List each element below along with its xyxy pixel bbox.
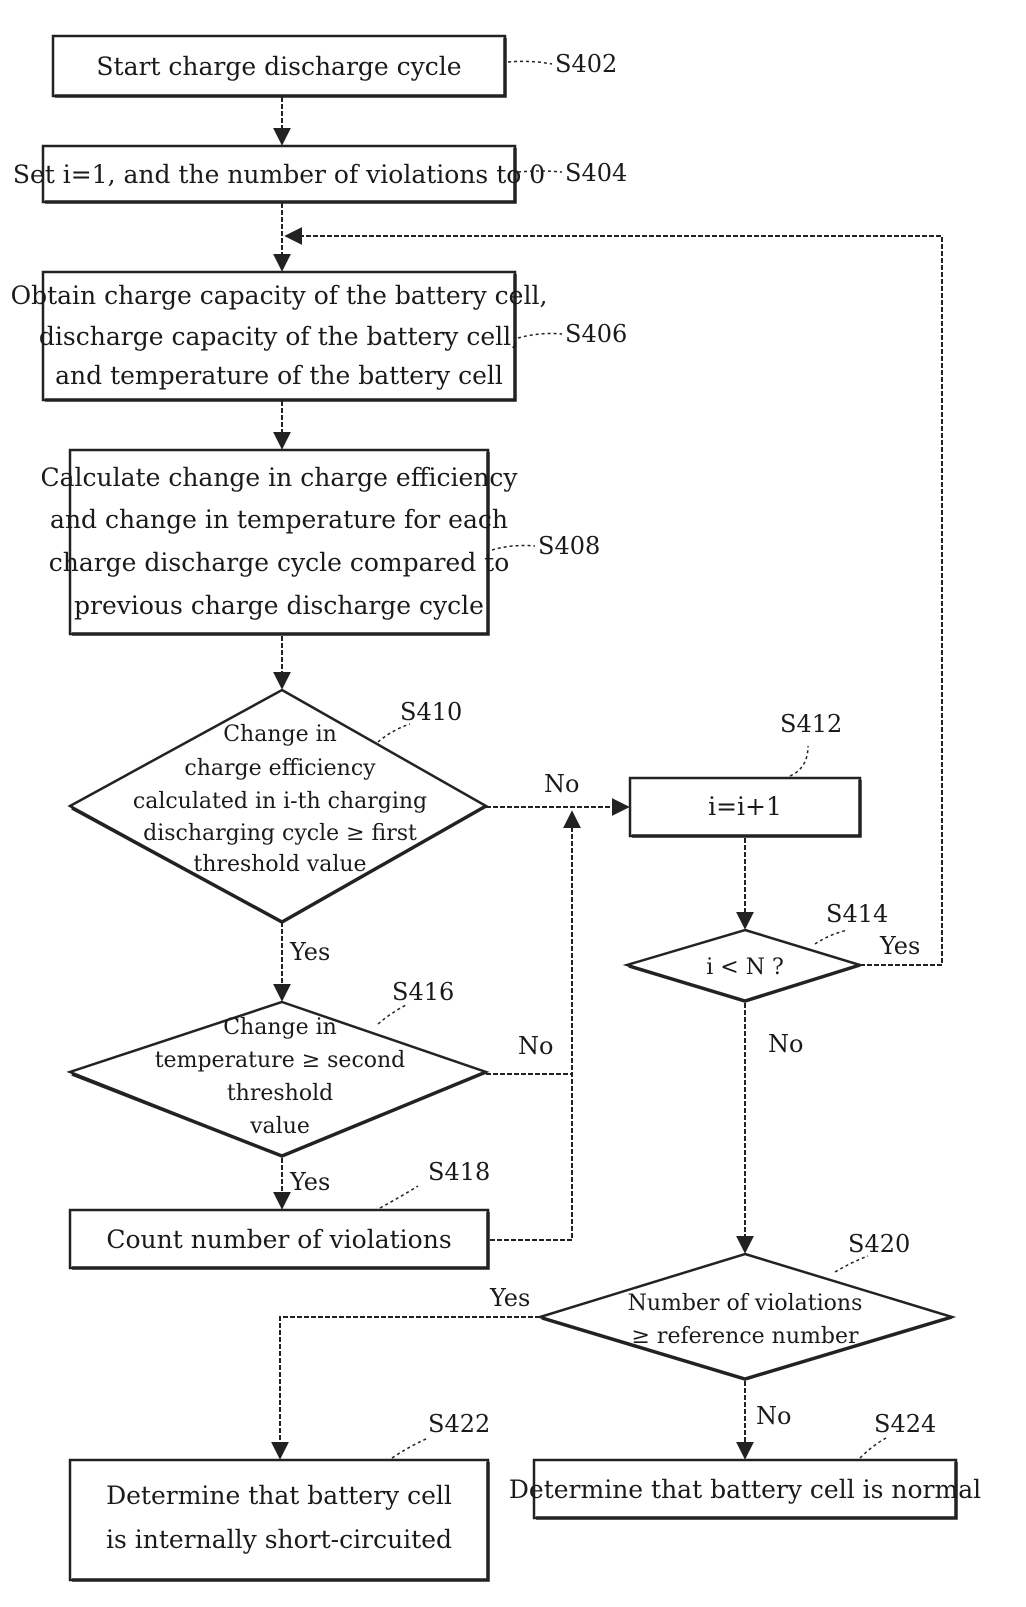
s410-text-line-4: discharging cycle ≥ first <box>143 821 417 846</box>
s414-step-label: S414 <box>826 900 888 928</box>
s420-text-line-2: ≥ reference number <box>632 1324 859 1349</box>
s420-text-line-1: Number of violations <box>628 1291 863 1316</box>
edge-label-s410-yes: Yes <box>289 938 330 966</box>
s416-text-line-1: Change in <box>223 1015 337 1040</box>
s410-text-line-2: charge efficiency <box>184 756 376 781</box>
s410-step-label: S410 <box>400 698 462 726</box>
s404-step-label: S404 <box>565 159 627 187</box>
s412-step-label: S412 <box>780 710 842 738</box>
edge-label-s410-no: No <box>544 770 579 798</box>
s416-text-line-2: temperature ≥ second <box>155 1048 406 1073</box>
decision-s416: Change in temperature ≥ second threshold… <box>70 978 486 1156</box>
s420-step-label: S420 <box>848 1230 910 1258</box>
s408-text-line-3: charge discharge cycle compared to <box>49 548 510 577</box>
s418-step-label: S418 <box>428 1158 490 1186</box>
edge-label-s414-yes: Yes <box>879 932 920 960</box>
arrow-s420-yes-to-s422 <box>280 1317 540 1458</box>
s408-text-line-4: previous charge discharge cycle <box>74 591 484 620</box>
edge-label-s420-no: No <box>756 1402 791 1430</box>
step-s402: Start charge discharge cycle S402 <box>53 36 617 96</box>
s418-text: Count number of violations <box>106 1225 451 1254</box>
decision-s414: i < N ? S414 <box>627 900 888 1001</box>
edge-label-s416-yes: Yes <box>289 1168 330 1196</box>
s402-text: Start charge discharge cycle <box>96 52 461 81</box>
s416-text-line-4: value <box>249 1114 310 1139</box>
arrow-s418-return <box>490 812 572 1240</box>
s402-step-label: S402 <box>555 50 617 78</box>
s406-text-line-1: Obtain charge capacity of the battery ce… <box>11 281 548 310</box>
s424-text: Determine that battery cell is normal <box>509 1475 981 1504</box>
s422-step-label: S422 <box>428 1410 490 1438</box>
s404-text: Set i=1, and the number of violations to… <box>13 160 545 189</box>
edge-label-s414-no: No <box>768 1030 803 1058</box>
s422-text-line-2: is internally short-circuited <box>106 1525 452 1554</box>
s408-text-line-1: Calculate change in charge efficiency <box>41 463 519 492</box>
s416-step-label: S416 <box>392 978 454 1006</box>
decision-s410: Change in charge efficiency calculated i… <box>70 690 486 922</box>
edge-label-s420-yes: Yes <box>489 1284 530 1312</box>
s406-text-line-3: and temperature of the battery cell <box>55 361 503 390</box>
s416-text-line-3: threshold <box>227 1081 333 1106</box>
s408-text-line-2: and change in temperature for each <box>50 505 508 534</box>
s422-text-line-1: Determine that battery cell <box>106 1481 452 1510</box>
step-s404: Set i=1, and the number of violations to… <box>13 146 627 202</box>
s412-text: i=i+1 <box>708 792 782 821</box>
decision-s420: Number of violations ≥ reference number … <box>540 1230 952 1379</box>
s408-step-label: S408 <box>538 532 600 560</box>
s424-step-label: S424 <box>874 1410 936 1438</box>
edge-label-s416-no: No <box>518 1032 553 1060</box>
s414-text: i < N ? <box>706 955 784 980</box>
s410-text-line-5: threshold value <box>193 852 366 877</box>
s406-step-label: S406 <box>565 320 627 348</box>
step-s418: Count number of violations S418 <box>70 1158 490 1268</box>
s410-text-line-3: calculated in i-th charging <box>133 789 427 814</box>
s406-text-line-2: discharge capacity of the battery cell, <box>39 322 519 351</box>
step-s408: Calculate change in charge efficiency an… <box>41 450 601 634</box>
step-s412: i=i+1 S412 <box>630 710 860 836</box>
step-s406: Obtain charge capacity of the battery ce… <box>11 272 628 400</box>
s410-text-line-1: Change in <box>223 722 337 747</box>
